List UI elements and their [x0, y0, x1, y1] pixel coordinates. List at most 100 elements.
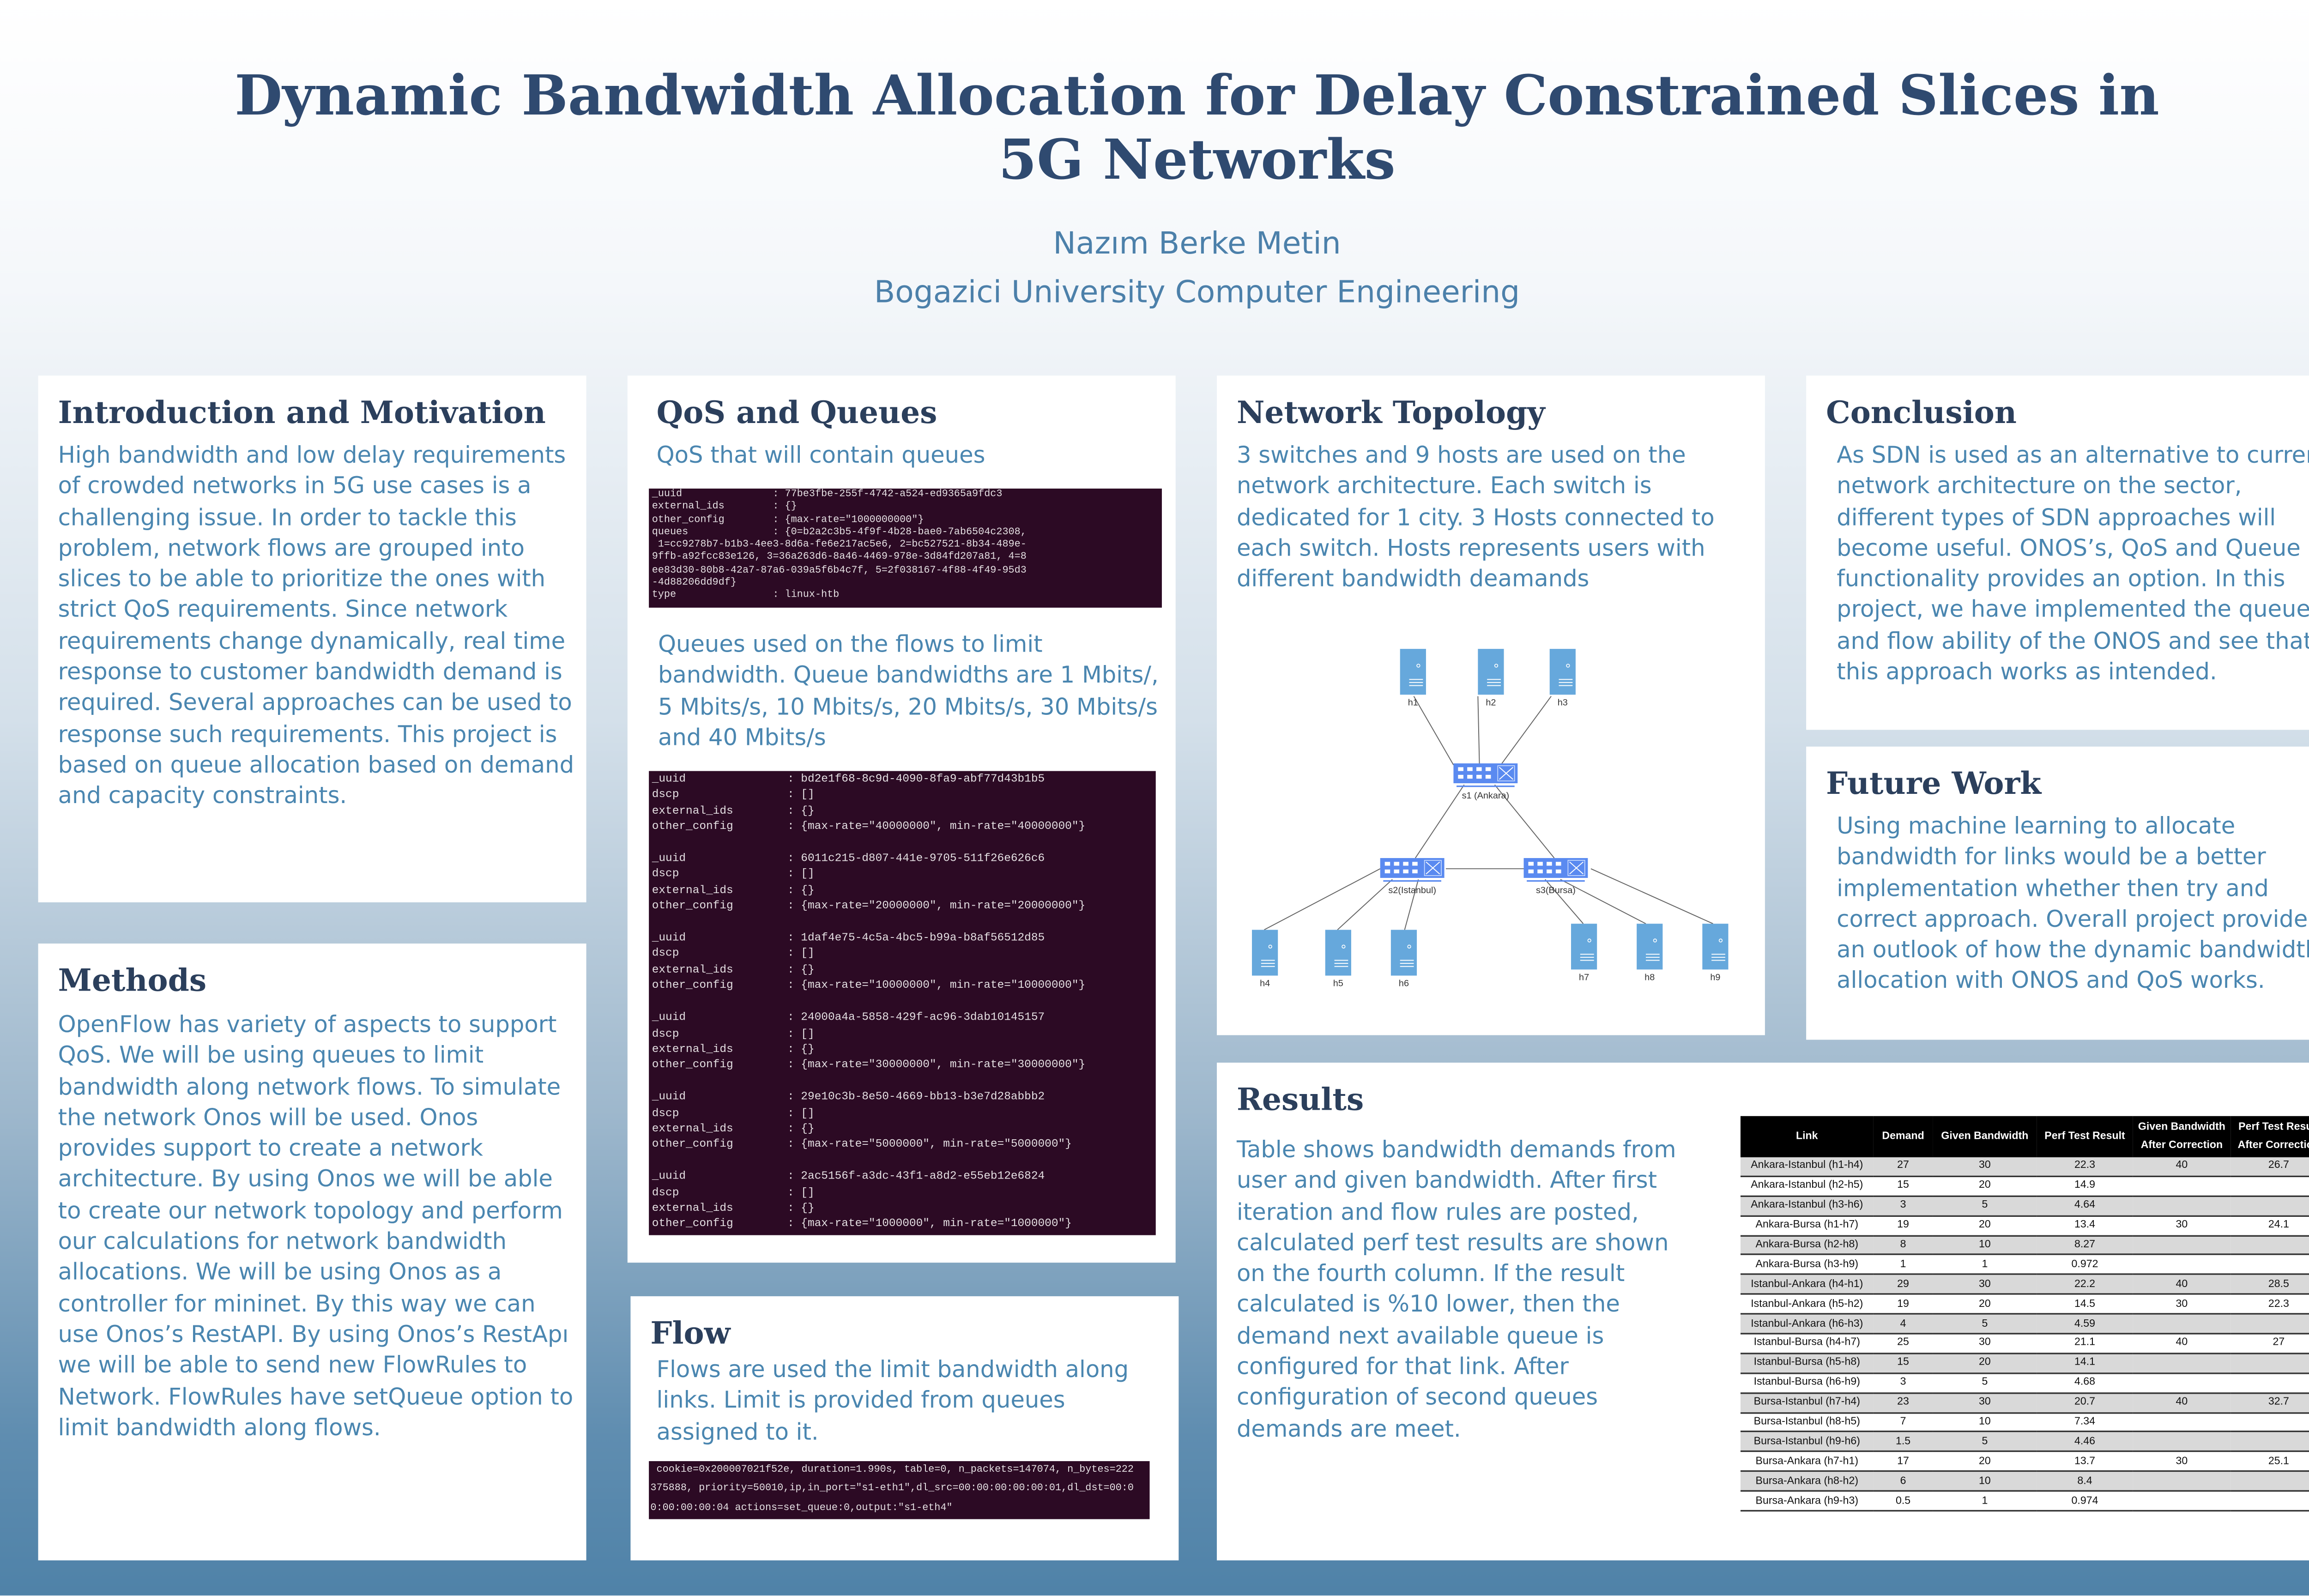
qos-text: Queues used on the flows to limit bandwi…: [658, 630, 1159, 751]
methods-heading: Methods: [58, 961, 207, 999]
table-cell: 1.5: [1873, 1432, 1933, 1453]
table-cell: 5: [1933, 1432, 2037, 1453]
table-cell: Bursa-Istanbul (h7-h4): [1740, 1392, 1874, 1414]
table-cell: Bursa-Ankara (h7-h1): [1740, 1451, 1874, 1472]
table-cell: 20.7: [2037, 1392, 2133, 1414]
host-label: h2: [1486, 697, 1496, 707]
table-cell: 25.1: [2230, 1451, 2309, 1472]
table-cell: Ankara-Istanbul (h3-h6): [1740, 1196, 1874, 1216]
table-cell: [2230, 1353, 2309, 1374]
flow-text: Flows are used the limit bandwidth along…: [656, 1355, 1129, 1445]
future-work-panel: Future Work Using machine learning to al…: [1806, 746, 2309, 1040]
methods-panel: Methods OpenFlow has variety of aspects …: [38, 943, 586, 1560]
table-cell: 29: [1873, 1275, 1933, 1295]
table-cell: [2133, 1471, 2231, 1492]
table-cell: 5: [1933, 1196, 2037, 1216]
table-cell: 19: [1873, 1215, 1933, 1236]
table-cell: Bursa-Ankara (h9-h3): [1740, 1491, 1874, 1512]
table-cell: 8: [1873, 1235, 1933, 1256]
host-icon: [1325, 930, 1351, 976]
table-cell: [2133, 1373, 2231, 1394]
table-cell: 27: [1873, 1157, 1933, 1177]
table-cell: 23: [1873, 1392, 1933, 1414]
affiliation: Bogazici University Computer Engineering: [874, 273, 1520, 310]
host-icon: [1252, 930, 1278, 976]
table-cell: [2133, 1353, 2231, 1374]
table-cell: [2133, 1491, 2231, 1512]
table-cell: 13.7: [2037, 1451, 2133, 1472]
table-cell: 4.64: [2037, 1196, 2133, 1216]
table-cell: Bursa-Ankara (h8-h2): [1740, 1471, 1874, 1492]
table-cell: 21.1: [2037, 1333, 2133, 1354]
column-header: Demand: [1873, 1116, 1933, 1158]
host-icon: [1571, 924, 1597, 970]
results-panel: Results Table shows bandwidth demands fr…: [1216, 1063, 2309, 1560]
switch-label: s2(Istanbul): [1388, 885, 1436, 895]
table-cell: 14.5: [2037, 1294, 2133, 1315]
methods-text: OpenFlow has variety of aspects to suppo…: [58, 1010, 574, 1441]
table-cell: 13.4: [2037, 1215, 2133, 1236]
column-header: Perf Test Result: [2037, 1116, 2133, 1158]
table-cell: 6: [1873, 1471, 1933, 1492]
table-cell: 30: [2133, 1294, 2231, 1315]
table-cell: [2230, 1491, 2309, 1512]
poster-title: Dynamic Bandwidth Allocation for Delay C…: [0, 64, 2309, 193]
table-cell: 20: [1933, 1451, 2037, 1472]
host-label: h4: [1260, 979, 1270, 989]
table-cell: [2230, 1314, 2309, 1335]
table-cell: [2230, 1373, 2309, 1394]
table-cell: 4: [1873, 1314, 1933, 1335]
switch-icon: [1453, 763, 1518, 787]
host-icon: [1390, 930, 1417, 976]
topology-panel: Network Topology 3 switches and 9 hosts …: [1216, 375, 1765, 1035]
table-cell: [2133, 1235, 2231, 1256]
table-cell: 3: [1873, 1373, 1933, 1394]
table-cell: 30: [2133, 1451, 2231, 1472]
table-cell: [2133, 1432, 2231, 1453]
table-cell: 0.5: [1873, 1491, 1933, 1512]
table-cell: 40: [2133, 1157, 2231, 1177]
table-cell: 30: [1933, 1157, 2037, 1177]
table-cell: 28.5: [2230, 1275, 2309, 1295]
table-cell: Istanbul-Bursa (h5-h8): [1740, 1353, 1874, 1374]
table-cell: 20: [1933, 1215, 2037, 1236]
table-cell: Istanbul-Bursa (h4-h7): [1740, 1333, 1874, 1354]
table-cell: 20: [1933, 1176, 2037, 1197]
switches: s1 (Ankara)s2(Istanbul)s3(Bursa): [1380, 763, 1588, 895]
table-cell: 14.1: [2037, 1353, 2133, 1374]
table-cell: 30: [1933, 1392, 2037, 1414]
table-cell: 27: [2230, 1333, 2309, 1354]
table-cell: 25: [1873, 1333, 1933, 1354]
table-cell: [2133, 1176, 2231, 1197]
table-cell: Bursa-Istanbul (h8-h5): [1740, 1412, 1874, 1433]
table-cell: [2230, 1471, 2309, 1492]
intro-panel: Introduction and Motivation High bandwid…: [38, 375, 586, 902]
topology-text: 3 switches and 9 hosts are used on the n…: [1236, 441, 1715, 593]
table-cell: [2133, 1314, 2231, 1335]
table-cell: 10: [1933, 1471, 2037, 1492]
table-cell: 40: [2133, 1275, 2231, 1295]
table-cell: Ankara-Istanbul (h1-h4): [1740, 1157, 1874, 1177]
results-heading: Results: [1236, 1081, 1364, 1118]
table-cell: Bursa-Istanbul (h9-h6): [1740, 1432, 1874, 1453]
intro-text: High bandwidth and low delay requirement…: [58, 441, 574, 810]
table-cell: [2133, 1196, 2231, 1216]
table-cell: Ankara-Bursa (h2-h8): [1740, 1235, 1874, 1256]
table-cell: 5: [1933, 1373, 2037, 1394]
table-cell: 0.974: [2037, 1491, 2133, 1512]
switch-icon: [1523, 858, 1588, 882]
